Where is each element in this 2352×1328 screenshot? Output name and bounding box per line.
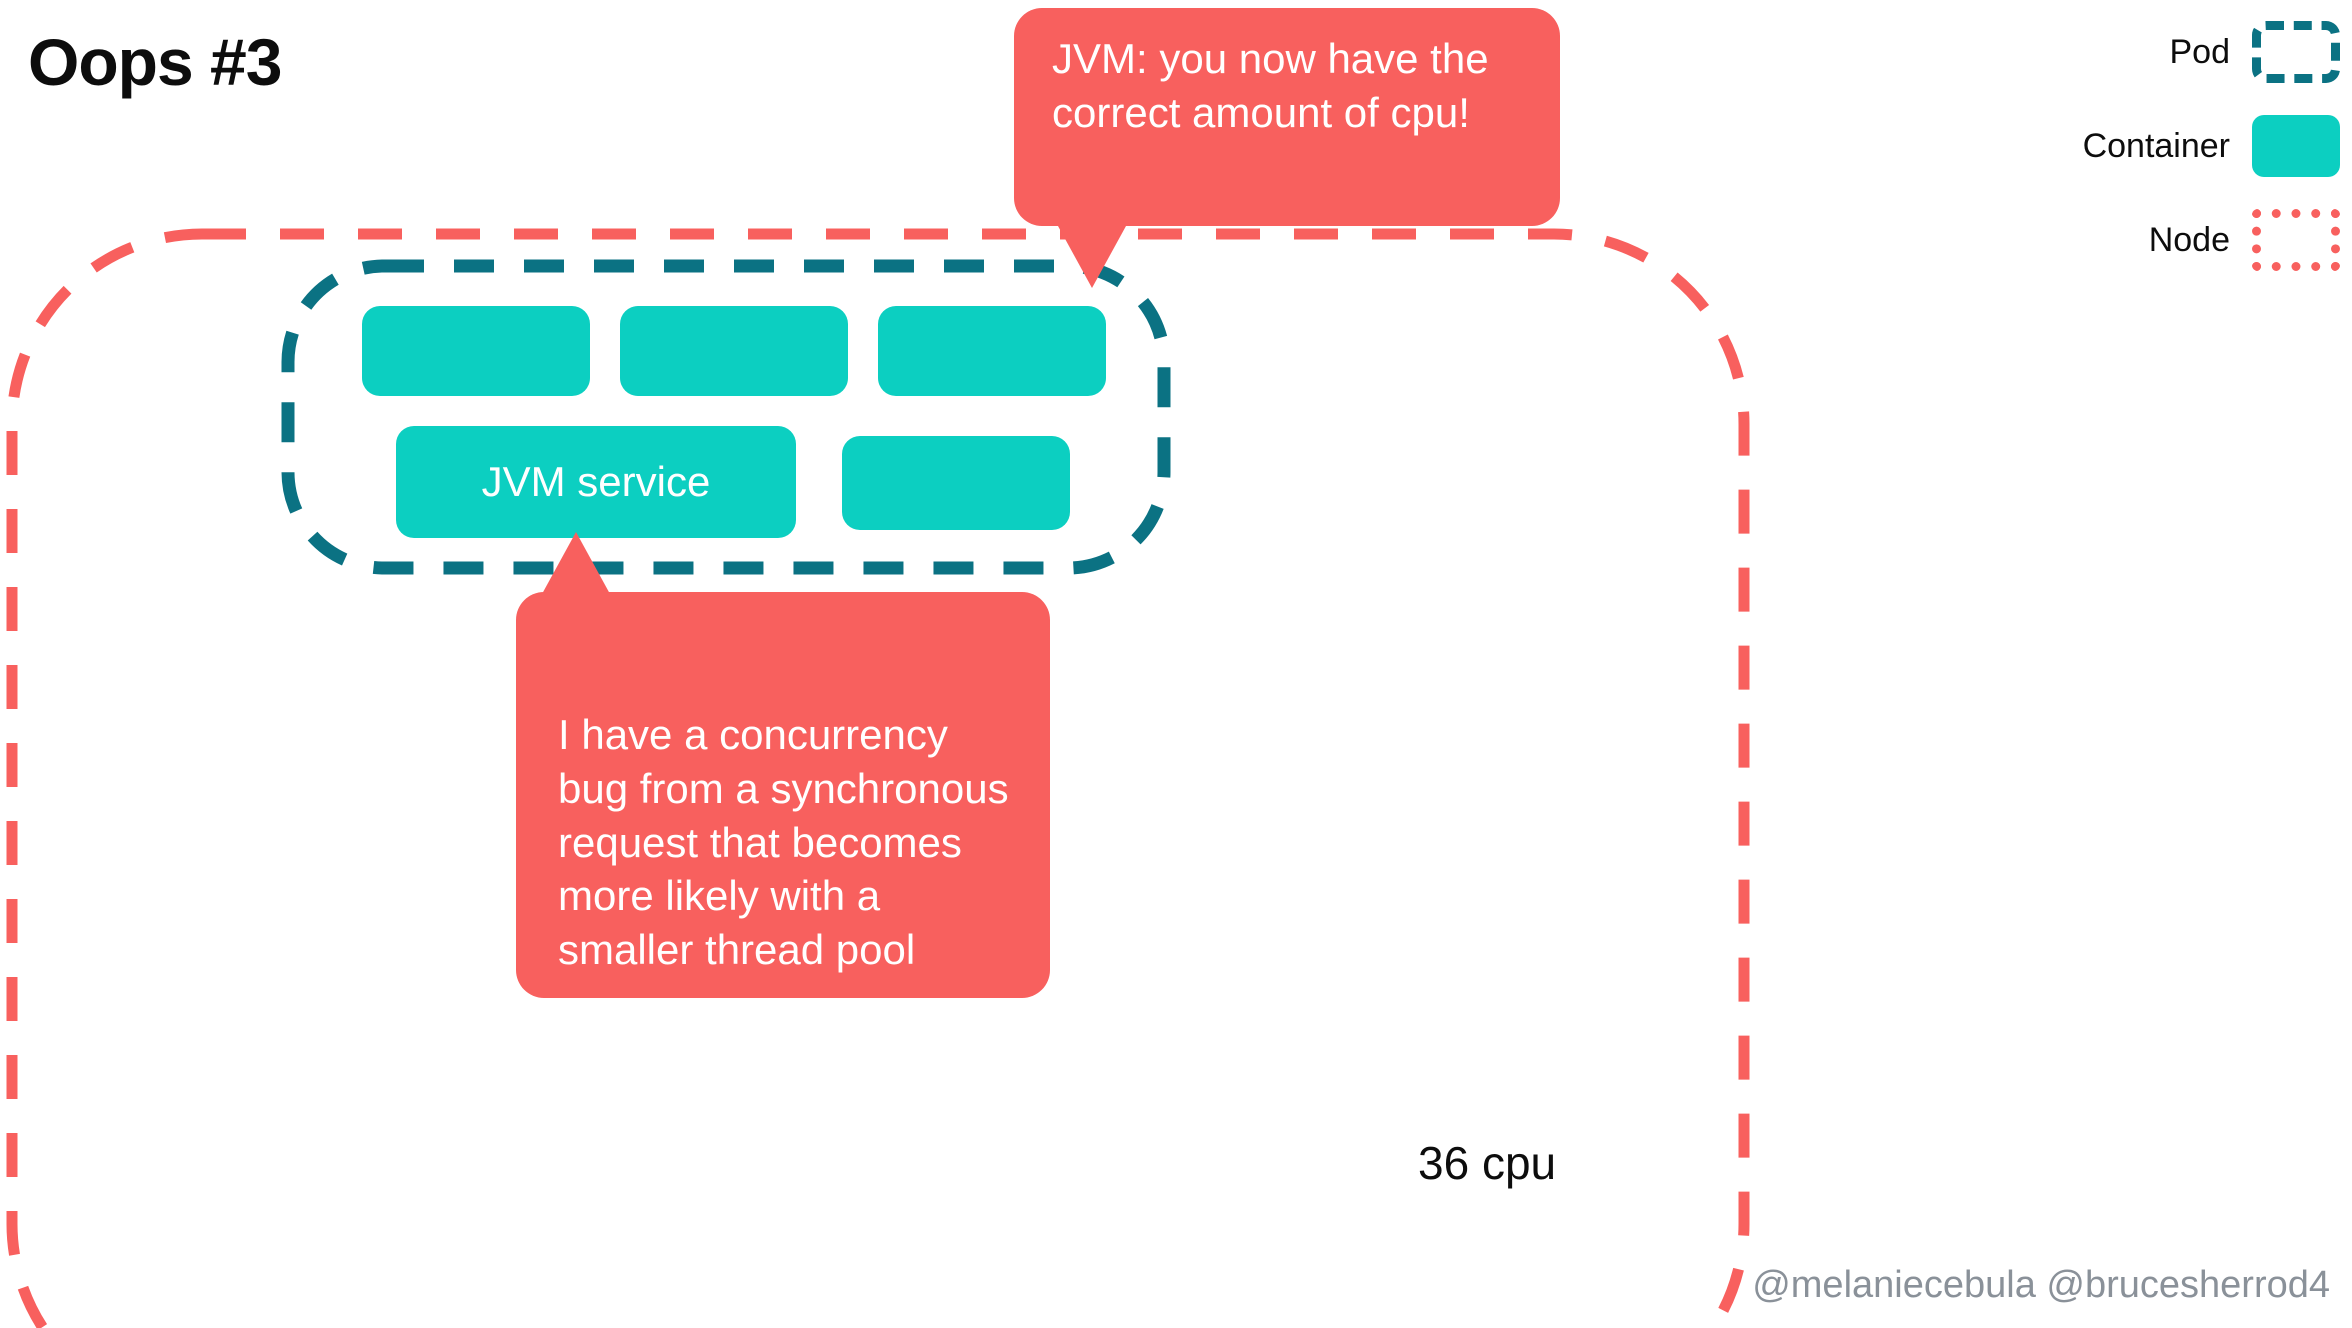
- pod-icon: [2252, 21, 2340, 83]
- container-box[interactable]: [362, 306, 590, 396]
- legend-item-pod: Pod: [2010, 18, 2340, 86]
- speech-bubble-bottom-tail: [542, 532, 610, 594]
- speech-bubble-top-tail: [1058, 226, 1126, 288]
- speech-bubble-bottom-text: I have a concurrency bug from a synchron…: [558, 711, 1009, 973]
- container-box[interactable]: [620, 306, 848, 396]
- legend-label-container: Container: [2082, 127, 2230, 165]
- node-cpu-label: 36 cpu: [1418, 1137, 1557, 1189]
- footer-handles: @melaniecebula @brucesherrod4: [1752, 1264, 2330, 1306]
- container-icon: [2252, 115, 2340, 177]
- container-label: JVM service: [481, 458, 711, 505]
- node-icon: [2252, 209, 2340, 271]
- container-box[interactable]: [842, 436, 1070, 530]
- speech-bubble-top-text: JVM: you now have the correct amount of …: [1052, 35, 1489, 136]
- legend-label-node: Node: [2148, 221, 2230, 259]
- page-title: Oops #3: [28, 25, 282, 99]
- legend: Pod Container Node: [2010, 18, 2340, 300]
- container-box[interactable]: [878, 306, 1106, 396]
- legend-item-container: Container: [2010, 112, 2340, 180]
- speech-bubble-bottom: I have a concurrency bug from a synchron…: [516, 532, 1050, 998]
- legend-item-node: Node: [2010, 206, 2340, 274]
- speech-bubble-top: JVM: you now have the correct amount of …: [1014, 8, 1560, 288]
- container-box-jvm-service[interactable]: JVM service: [396, 426, 796, 538]
- legend-label-pod: Pod: [2169, 33, 2231, 71]
